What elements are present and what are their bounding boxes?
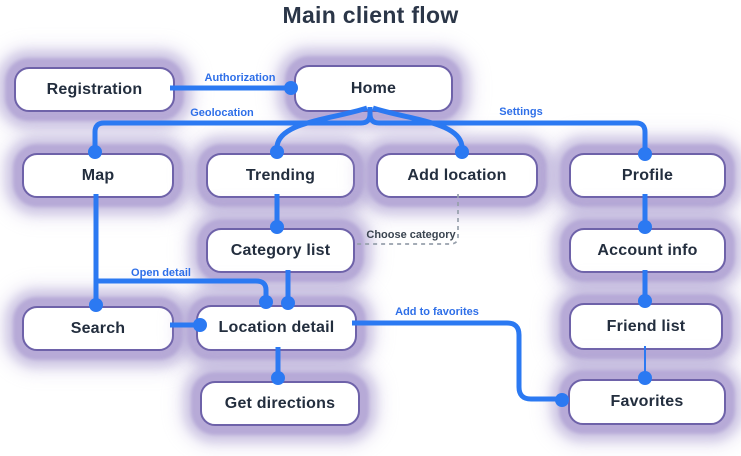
node-search: Search <box>22 306 174 351</box>
node-profile: Profile <box>569 153 726 198</box>
edge-home-map <box>92 107 373 148</box>
node-label-registration: Registration <box>46 80 143 98</box>
node-label-account-info: Account info <box>597 241 698 259</box>
node-location-detail: Location detail <box>196 305 357 351</box>
node-map: Map <box>22 153 174 198</box>
node-label-profile: Profile <box>621 166 674 184</box>
edge-label-add-location-category-list: Choose category <box>366 229 456 241</box>
node-home: Home <box>294 65 453 112</box>
node-add-location: Add location <box>376 153 538 198</box>
node-label-trending: Trending <box>245 166 316 184</box>
node-favorites: Favorites <box>568 379 726 425</box>
edge-label-map-location-detail: Open detail <box>131 267 191 279</box>
edge-endpoint-dot <box>555 393 569 407</box>
node-label-get-directions: Get directions <box>224 394 336 412</box>
node-label-location-detail: Location detail <box>218 319 335 336</box>
edge-home-profile <box>367 107 648 150</box>
edge-label-location-detail-favorites: Add to favorites <box>395 306 479 318</box>
node-account-info: Account info <box>569 228 726 273</box>
edge-home-trending <box>274 105 368 149</box>
node-trending: Trending <box>206 153 355 198</box>
node-get-directions: Get directions <box>200 381 360 426</box>
edge-map-location-detail <box>96 278 269 298</box>
node-label-add-location: Add location <box>407 166 507 184</box>
node-label-favorites: Favorites <box>610 393 684 410</box>
node-label-home: Home <box>350 79 397 97</box>
node-category-list: Category list <box>206 228 355 273</box>
edge-label-home-profile: Settings <box>499 106 543 118</box>
node-registration: Registration <box>14 67 175 112</box>
node-friend-list: Friend list <box>569 303 723 350</box>
node-label-friend-list: Friend list <box>606 317 686 335</box>
node-label-search: Search <box>70 319 126 337</box>
node-label-category-list: Category list <box>230 241 331 259</box>
edge-label-registration-home: Authorization <box>204 72 276 84</box>
edge-location-detail-favorites <box>352 320 558 402</box>
diagram-title: Main client flow <box>282 2 459 28</box>
edge-home-add-location <box>372 105 465 149</box>
edge-label-home-map: Geolocation <box>190 107 254 119</box>
node-label-map: Map <box>81 166 115 184</box>
edge-add-location-category-list <box>356 194 459 245</box>
